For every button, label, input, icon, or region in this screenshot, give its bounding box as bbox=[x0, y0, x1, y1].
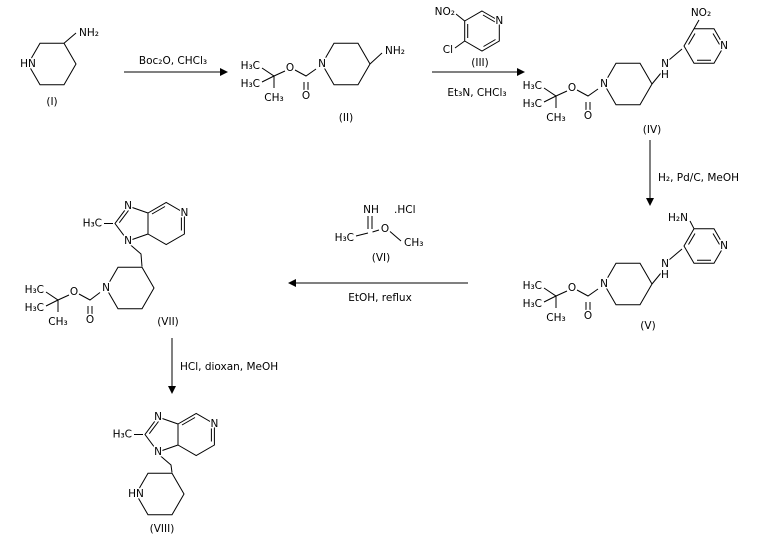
atom-label-n: N bbox=[154, 446, 162, 458]
reagent-text-step4: EtOH, reflux bbox=[348, 292, 412, 304]
compound-viii: N N N H₃C HN (VIII) bbox=[111, 410, 220, 537]
compound-ii-label: (II) bbox=[339, 112, 353, 124]
compound-iii-bonds bbox=[454, 10, 500, 52]
reagent-text-step3: H₂, Pd/C, MeOH bbox=[658, 172, 739, 184]
compound-vi-label: (VI) bbox=[372, 252, 390, 264]
atom-label-n: N bbox=[720, 40, 728, 52]
atom-label-ch3: CH₃ bbox=[48, 316, 67, 328]
atom-label-h3c: H₃C bbox=[523, 80, 542, 92]
compound-vi: NH .HCl H₃C O CH₃ (VI) bbox=[333, 203, 425, 266]
atom-label-n: N bbox=[124, 235, 132, 247]
atom-label-n: N bbox=[600, 278, 608, 290]
atom-label-o: O bbox=[86, 314, 94, 326]
atom-label-h3c: H₃C bbox=[241, 60, 260, 72]
arrow-step3-head bbox=[646, 198, 654, 206]
compound-vii-double-bonds bbox=[87, 206, 182, 314]
atom-label-h: H bbox=[661, 69, 669, 81]
compound-v-label: (V) bbox=[640, 320, 655, 332]
atom-label-n: N bbox=[180, 207, 188, 219]
atom-label-o: O bbox=[568, 82, 576, 94]
arrow-step1-head bbox=[220, 68, 228, 76]
compound-i-label: (I) bbox=[46, 96, 57, 108]
arrow-step4-head bbox=[288, 279, 296, 287]
compound-v: N O O H₃C H₃C CH₃ N H H₂N N (V) bbox=[521, 211, 729, 334]
atom-label-hn: HN bbox=[128, 488, 144, 500]
atom-label-h3c: H₃C bbox=[523, 98, 542, 110]
arrow-step5: HCl, dioxan, MeOH bbox=[168, 338, 280, 394]
atom-label-o: O bbox=[584, 310, 592, 322]
compound-ii-bonds bbox=[261, 42, 383, 88]
atom-label-cl: Cl bbox=[443, 44, 453, 56]
atom-label-n: N bbox=[318, 58, 326, 70]
compound-v-bonds bbox=[543, 220, 725, 308]
compound-v-double-bonds bbox=[585, 233, 720, 310]
atom-label-nh2: NH₂ bbox=[385, 45, 405, 57]
atom-label-o: O bbox=[70, 286, 78, 298]
atom-label-h3c: H₃C bbox=[241, 78, 260, 90]
atom-label-h3c: H₃C bbox=[113, 429, 132, 441]
arrow-step4: EtOH, reflux bbox=[288, 279, 468, 306]
atom-label-ch3: CH₃ bbox=[546, 312, 565, 324]
atom-label-nh: NH bbox=[363, 204, 379, 216]
compound-vii-bonds bbox=[45, 201, 185, 312]
atom-label-n: N bbox=[661, 258, 669, 270]
atom-label-n: N bbox=[210, 418, 218, 430]
atom-label-n: N bbox=[154, 411, 162, 423]
atom-label-o: O bbox=[302, 90, 310, 102]
compound-vii-label: (VII) bbox=[157, 316, 179, 328]
compound-iii-label: (III) bbox=[471, 57, 488, 69]
atom-label-n: N bbox=[720, 240, 728, 252]
atom-label-o: O bbox=[568, 282, 576, 294]
compound-vi-bonds bbox=[355, 229, 402, 242]
compound-iv-bonds bbox=[543, 19, 725, 108]
atom-label-nh2: NH₂ bbox=[79, 27, 99, 39]
atom-label-h3c: H₃C bbox=[83, 218, 102, 230]
compound-ii: N O O H₃C H₃C CH₃ NH₂ (II) bbox=[239, 42, 406, 126]
atom-label-n: N bbox=[495, 15, 503, 27]
atom-label-h2n: H₂N bbox=[668, 212, 688, 224]
atom-label-h3c: H₃C bbox=[25, 284, 44, 296]
atom-label-o: O bbox=[381, 223, 389, 235]
atom-label-o: O bbox=[286, 62, 294, 74]
compound-vii: N N N H₃C N O O H₃C H₃C CH₃ (VII) bbox=[23, 199, 190, 330]
arrow-step5-head bbox=[168, 386, 176, 394]
arrow-step3: H₂, Pd/C, MeOH bbox=[646, 140, 741, 206]
atom-label-n: N bbox=[600, 78, 608, 90]
atom-label-h: H bbox=[661, 269, 669, 281]
compound-viii-double-bonds bbox=[148, 417, 212, 442]
atom-label-no2: NO₂ bbox=[435, 6, 455, 18]
compound-iii: N NO₂ Cl (III) bbox=[433, 5, 505, 71]
reagent-text-step5: HCl, dioxan, MeOH bbox=[180, 361, 278, 373]
reagent-text-step2: Et₃N, CHCl₃ bbox=[447, 87, 506, 99]
reagent-text-step1: Boc₂O, CHCl₃ bbox=[139, 55, 207, 67]
atom-label-h3c: H₃C bbox=[25, 302, 44, 314]
compound-viii-bonds bbox=[134, 412, 215, 516]
atom-label-hcl-salt: .HCl bbox=[394, 204, 415, 216]
arrow-step2: Et₃N, CHCl₃ bbox=[432, 68, 525, 101]
compound-ii-carbonyl-double-bond bbox=[303, 82, 309, 90]
atom-label-hn: HN bbox=[20, 58, 36, 70]
compound-iv: N O O H₃C H₃C CH₃ N H NO₂ N (IV) bbox=[521, 6, 729, 138]
atom-label-o: O bbox=[584, 110, 592, 122]
atom-label-n: N bbox=[124, 200, 132, 212]
compound-iii-double-bonds bbox=[467, 14, 496, 47]
compound-iv-label: (IV) bbox=[643, 124, 661, 136]
arrow-step1: Boc₂O, CHCl₃ bbox=[124, 54, 228, 76]
compound-iv-double-bonds bbox=[585, 33, 720, 110]
atom-label-no2: NO₂ bbox=[691, 7, 711, 19]
compound-i: HN NH₂ (I) bbox=[19, 26, 101, 110]
compound-vi-imine-double-bond bbox=[367, 216, 373, 229]
arrow-step2-head bbox=[517, 68, 525, 76]
atom-label-ch3: CH₃ bbox=[264, 92, 283, 104]
compound-i-bonds bbox=[27, 32, 77, 86]
atom-label-h3c: H₃C bbox=[523, 280, 542, 292]
atom-label-h3c: H₃C bbox=[335, 232, 354, 244]
compound-viii-label: (VIII) bbox=[150, 523, 175, 535]
atom-label-n: N bbox=[102, 282, 110, 294]
atom-label-ch3: CH₃ bbox=[546, 112, 565, 124]
atom-label-n: N bbox=[661, 58, 669, 70]
atom-label-h3c: H₃C bbox=[523, 298, 542, 310]
atom-label-ch3: CH₃ bbox=[404, 237, 423, 249]
